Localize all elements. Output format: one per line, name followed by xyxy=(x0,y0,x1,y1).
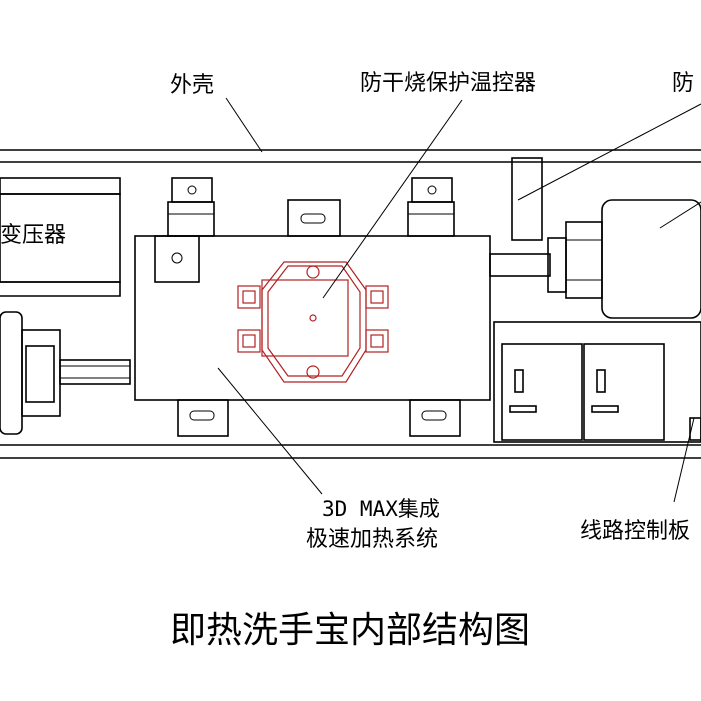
left-water-fitting xyxy=(0,311,131,435)
diagram-title: 即热洗手宝内部结构图 xyxy=(170,610,530,651)
thermostat xyxy=(237,261,389,383)
transformer-label: 变压器 xyxy=(0,223,66,248)
right-pump xyxy=(489,157,701,319)
heating-system-label-2: 极速加热系统 xyxy=(306,527,438,552)
outer-shell xyxy=(0,149,701,459)
top-right-partial-label: 防 xyxy=(672,71,694,96)
leader-lines xyxy=(217,97,701,503)
control-board-label: 线路控制板 xyxy=(580,519,690,544)
heating-block xyxy=(134,177,491,437)
control-board xyxy=(493,321,701,443)
transformer: 变压器 xyxy=(0,177,121,297)
thermostat-label: 防干烧保护温控器 xyxy=(360,71,536,96)
shell-label: 外壳 xyxy=(170,73,214,98)
heating-system-label-1: 3D MAX集成 xyxy=(322,497,440,521)
